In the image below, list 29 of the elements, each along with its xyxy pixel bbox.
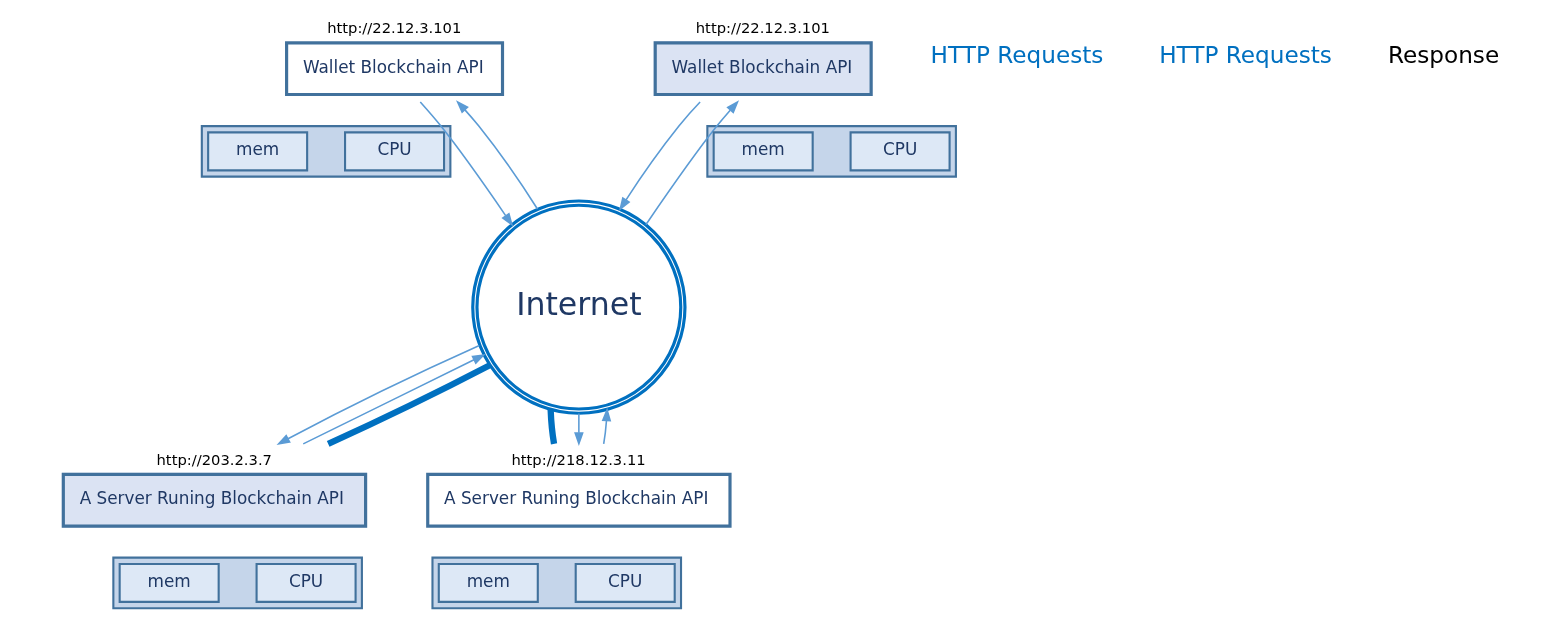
- node-box: mem: [712, 131, 814, 172]
- label: Response: [1387, 41, 1500, 69]
- node-box: CPU: [344, 131, 446, 172]
- cluster: [200, 125, 452, 178]
- label: HTTP Requests: [930, 41, 1104, 69]
- cluster: [431, 556, 683, 610]
- arrow: [456, 100, 539, 210]
- node-label: http://218.12.3.11: [511, 450, 646, 468]
- arrow: [645, 100, 740, 226]
- node-box: CPU: [849, 131, 951, 172]
- node-box: mem: [207, 131, 309, 172]
- node-label: http://22.12.3.101: [327, 19, 462, 37]
- node-box: mem: [118, 562, 220, 603]
- cluster: [112, 556, 363, 610]
- node-label: http://203.2.3.7: [156, 450, 272, 468]
- arrow: [302, 354, 486, 445]
- connector: [326, 362, 492, 447]
- node-box: mem: [437, 562, 539, 603]
- node-box: CPU: [574, 562, 676, 603]
- arrow: [276, 344, 481, 445]
- arrow: [419, 101, 514, 227]
- arrow: [574, 412, 584, 447]
- connector: [547, 409, 558, 445]
- node-box: CPU: [255, 562, 357, 603]
- arrow: [619, 101, 701, 212]
- arrow: [601, 407, 612, 445]
- node-label: http://22.12.3.101: [695, 19, 830, 37]
- label: HTTP Requests: [1159, 41, 1332, 69]
- cluster: [706, 125, 957, 178]
